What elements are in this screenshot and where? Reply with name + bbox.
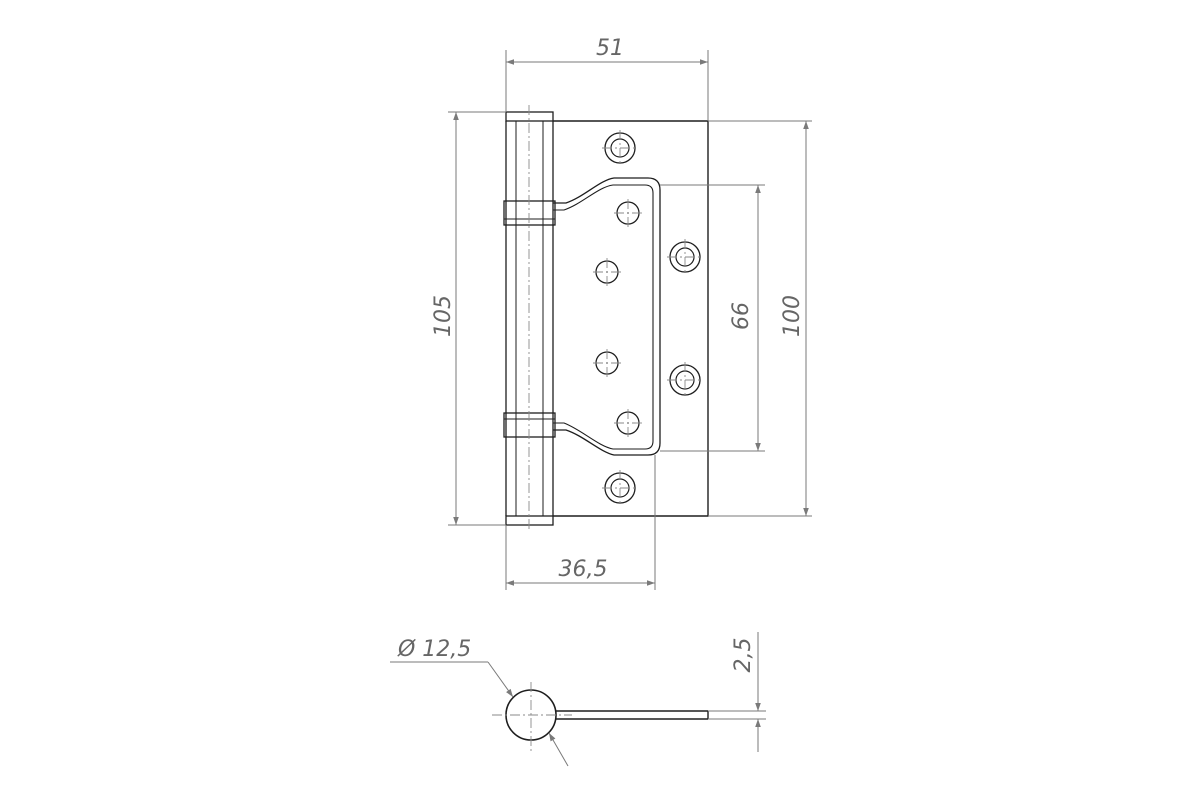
bottom-cap	[505, 515, 554, 526]
dimension-text-51: 51	[596, 36, 624, 61]
screw-hole	[614, 199, 642, 227]
dimension-text-thickness: 2,5	[731, 638, 756, 673]
screw-hole	[593, 258, 621, 286]
inner-leaf-screw-holes	[593, 199, 642, 437]
dimension-height-66: 66	[660, 184, 765, 452]
screw-hole	[593, 349, 621, 377]
screw-hole	[667, 362, 703, 398]
dimension-height-100: 100	[708, 120, 812, 517]
outer-leaf	[553, 120, 709, 517]
dimension-text-66: 66	[729, 302, 754, 330]
outer-leaf-screw-holes	[602, 130, 703, 506]
dimension-width-51: 51	[505, 36, 709, 121]
dimension-thickness-2-5: 2,5	[708, 632, 766, 752]
dimension-height-105: 105	[431, 111, 506, 526]
screw-hole	[614, 409, 642, 437]
screw-hole	[602, 470, 638, 506]
dimension-text-36-5: 36,5	[559, 557, 608, 582]
dimension-text-100: 100	[780, 295, 805, 337]
screw-hole	[667, 239, 703, 275]
knuckle-ring-bottom	[503, 412, 556, 438]
top-view: Ø 12,5 2,5	[390, 632, 766, 767]
dimension-diameter-12-5: Ø 12,5	[390, 637, 569, 767]
top-cap	[505, 111, 554, 122]
screw-hole	[602, 130, 638, 166]
knuckle-barrel	[503, 105, 556, 532]
inner-leaf-cutout	[553, 177, 661, 456]
front-view	[503, 105, 709, 532]
knuckle-ring-top	[503, 200, 556, 226]
dimension-text-105: 105	[431, 295, 456, 337]
dimension-width-36-5: 36,5	[505, 455, 656, 590]
inner-leaf-outline	[553, 184, 654, 450]
dimension-text-diameter: Ø 12,5	[397, 637, 471, 662]
